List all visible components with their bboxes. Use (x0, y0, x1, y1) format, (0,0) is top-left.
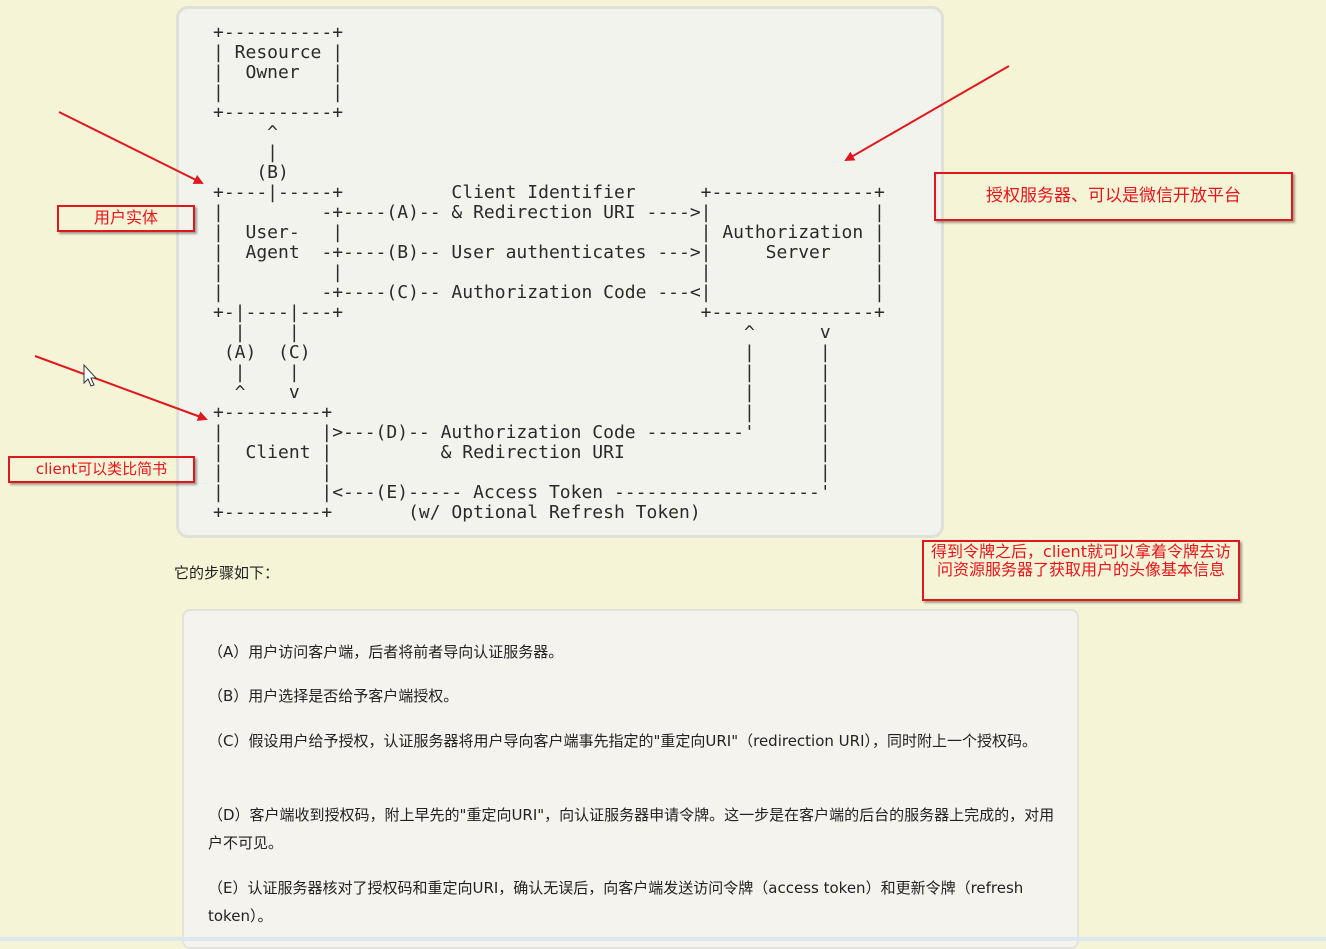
step-b: （B）用户选择是否给予客户端授权。 (208, 687, 459, 705)
annotation-auth-server: 授权服务器、可以是微信开放平台 (934, 172, 1293, 221)
annotation-token-usage: 得到令牌之后，client就可以拿着令牌去访问资源服务器了获取用户的头像基本信息 (922, 540, 1240, 601)
diagram-line: | |>---(D)-- Authorization Code --------… (213, 422, 831, 443)
diagram-line: | -+----(A)-- & Redirection URI ---->| | (213, 202, 885, 223)
diagram-line: | Agent -+----(B)-- User authenticates -… (213, 242, 885, 263)
diagram-line: +---------+ (w/ Optional Refresh Token) (213, 502, 701, 523)
diagram-line: +---------+ | | (213, 402, 831, 423)
diagram-line: | (213, 142, 279, 163)
step-d: （D）客户端收到授权码，附上早先的"重定向URI"，向认证服务器申请令牌。这一步… (208, 806, 1055, 852)
diagram-line: +----------+ (213, 22, 344, 43)
step-e: （E）认证服务器核对了授权码和重定向URI，确认无误后，向客户端发送访问令牌（a… (208, 879, 1024, 925)
diagram-line: | Resource | (213, 42, 344, 63)
diagram-line: +----------+ (213, 102, 344, 123)
diagram-line: | | (213, 82, 344, 103)
diagram-line: | Owner | (213, 62, 344, 83)
diagram-line: (A) (C) | | (213, 342, 831, 363)
mouse-cursor-icon (83, 363, 98, 387)
step-c: （C）假设用户给予授权，认证服务器将用户导向客户端事先指定的"重定向URI"（r… (208, 732, 1037, 750)
diagram-line: +----|-----+ Client Identifier +--------… (213, 182, 885, 203)
code-block (176, 6, 944, 538)
annotation-client-analogy: client可以类比简书 (8, 456, 195, 483)
diagram-line: | | | (213, 462, 831, 483)
diagram-line: | |<---(E)----- Access Token -----------… (213, 482, 831, 503)
diagram-line: | User- | | Authorization | (213, 222, 885, 243)
diagram-line: +-|----|---+ +---------------+ (213, 302, 885, 323)
step-a: （A）用户访问客户端，后者将前者导向认证服务器。 (208, 643, 564, 661)
diagram-line: | | | | (213, 262, 885, 283)
oauth-flow-diagram: +----------+ | Resource | | Owner | | | … (213, 23, 885, 523)
steps-blockquote: （A）用户访问客户端，后者将前者导向认证服务器。 （B）用户选择是否给予客户端授… (182, 609, 1079, 949)
horizontal-scrollbar[interactable] (0, 937, 1326, 941)
diagram-line: | -+----(C)-- Authorization Code ---<| | (213, 282, 885, 303)
diagram-line: | | ^ v (213, 322, 831, 343)
diagram-line: ^ (213, 122, 279, 143)
diagram-line: ^ v | | (213, 382, 831, 403)
diagram-line: | | | | (213, 362, 831, 383)
annotation-user-entity: 用户实体 (57, 205, 195, 232)
diagram-line: | Client | & Redirection URI | (213, 442, 831, 463)
diagram-line: (B) (213, 162, 289, 183)
steps-intro: 它的步骤如下： (174, 564, 280, 582)
